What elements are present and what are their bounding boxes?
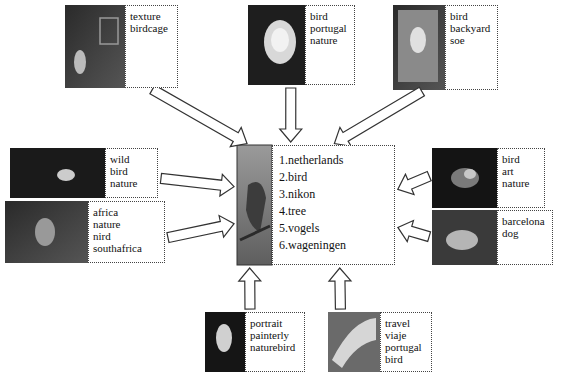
tag-text: portrait — [250, 317, 300, 329]
photo — [237, 145, 272, 265]
block-arrow — [280, 88, 302, 142]
input-node: texturebirdcage — [65, 5, 178, 88]
result-node: 1.netherlands2.bird3.nikon4.tree5.vogels… — [237, 145, 395, 265]
photo — [205, 312, 245, 372]
tag-box: birdbackyardsoe — [445, 5, 498, 90]
tag-text: dog — [502, 227, 548, 239]
photo — [5, 201, 88, 263]
block-arrow — [160, 173, 234, 196]
tag-text: barcelona — [502, 215, 548, 227]
block-arrow — [329, 268, 351, 309]
tag-text: southafrica — [93, 242, 160, 254]
photo — [393, 5, 445, 90]
block-arrow — [167, 216, 234, 243]
tag-text: bird — [310, 10, 350, 22]
tag-box: birdportugalnature — [305, 5, 355, 85]
tag-text: art — [502, 165, 540, 177]
tag-text: backyard — [450, 22, 493, 34]
tag-text: texture — [130, 10, 173, 22]
tag-text: nature — [110, 177, 153, 189]
tag-text: 5.vogels — [279, 220, 388, 237]
photo — [65, 5, 125, 88]
tag-text: travel — [385, 317, 427, 329]
tag-text: bird — [502, 153, 540, 165]
tag-text: naturebird — [250, 341, 300, 353]
tag-text: wild — [110, 153, 153, 165]
tag-text: viaje — [385, 329, 427, 341]
block-arrow — [239, 268, 261, 309]
input-node: birdbackyardsoe — [393, 5, 498, 90]
input-node: portraitpainterlynaturebird — [205, 312, 305, 372]
tag-box: portraitpainterlynaturebird — [245, 312, 305, 372]
input-node: birdartnature — [432, 148, 545, 208]
tag-text: nature — [93, 218, 160, 230]
input-node: travelviajeportugalbird — [328, 312, 432, 372]
tag-box: 1.netherlands2.bird3.nikon4.tree5.vogels… — [272, 145, 395, 265]
block-arrow — [150, 85, 247, 146]
photo — [10, 148, 105, 198]
tag-text: nature — [310, 34, 350, 46]
tag-box: texturebirdcage — [125, 5, 178, 88]
input-node: wildbirdnature — [10, 148, 158, 198]
tag-box: barcelonadog — [497, 210, 553, 265]
tag-text: africa — [93, 206, 160, 218]
block-arrow — [334, 87, 424, 146]
tag-text: nird — [93, 230, 160, 242]
tag-box: wildbirdnature — [105, 148, 158, 198]
tag-text: birdcage — [130, 22, 173, 34]
photo — [432, 148, 497, 208]
photo — [328, 312, 380, 372]
block-arrow — [398, 172, 431, 195]
tag-text: soe — [450, 34, 493, 46]
tag-box: africanaturenirdsouthafrica — [88, 201, 165, 263]
input-node: birdportugalnature — [248, 5, 355, 85]
tag-text: painterly — [250, 329, 300, 341]
tag-text: 2.bird — [279, 169, 388, 186]
tag-text: bird — [450, 10, 493, 22]
tag-text: bird — [385, 353, 427, 365]
tag-box: travelviajeportugalbird — [380, 312, 432, 372]
block-arrow — [398, 221, 431, 242]
photo — [432, 210, 497, 265]
tag-text: portugal — [385, 341, 427, 353]
tag-text: 6.wageningen — [279, 237, 388, 254]
tag-text: bird — [110, 165, 153, 177]
tag-text: 1.netherlands — [279, 152, 388, 169]
tag-text: 3.nikon — [279, 186, 388, 203]
tag-text: 4.tree — [279, 203, 388, 220]
input-node: africanaturenirdsouthafrica — [5, 201, 165, 263]
input-node: barcelonadog — [432, 210, 553, 265]
tag-text: portugal — [310, 22, 350, 34]
tag-text: nature — [502, 177, 540, 189]
photo — [248, 5, 305, 85]
tag-box: birdartnature — [497, 148, 545, 208]
